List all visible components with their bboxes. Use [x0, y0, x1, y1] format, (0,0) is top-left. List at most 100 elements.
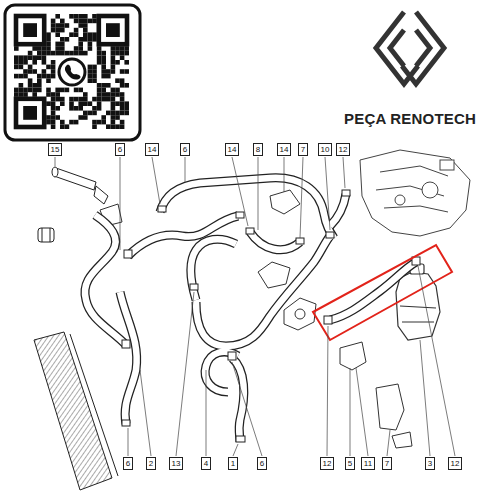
- qr-module: [111, 60, 116, 65]
- callout-number: 12: [448, 457, 463, 470]
- qr-module: [97, 46, 102, 51]
- qr-module: [92, 111, 97, 116]
- qr-module: [97, 88, 102, 93]
- qr-module: [28, 65, 33, 70]
- qr-module: [115, 51, 120, 56]
- whatsapp-icon: [59, 59, 85, 85]
- qr-module: [88, 101, 93, 106]
- qr-module: [46, 51, 51, 56]
- qr-module: [14, 92, 19, 97]
- callout-number: 2: [146, 457, 156, 470]
- qr-module: [88, 65, 93, 70]
- qr-module: [92, 69, 97, 74]
- qr-module: [83, 32, 88, 37]
- qr-module: [19, 65, 24, 70]
- qr-finder: [16, 99, 44, 127]
- qr-module: [74, 51, 79, 56]
- qr-module: [120, 55, 125, 60]
- qr-module: [106, 124, 111, 129]
- hose-fills: [85, 178, 416, 442]
- qr-module: [83, 92, 88, 97]
- qr-module: [111, 92, 116, 97]
- qr-module: [97, 92, 102, 97]
- qr-module: [120, 106, 125, 111]
- qr-module: [32, 46, 37, 51]
- qr-module: [92, 14, 97, 19]
- qr-module: [51, 28, 56, 33]
- qr-module: [60, 28, 65, 33]
- qr-module: [88, 19, 93, 24]
- qr-module: [101, 83, 106, 88]
- qr-module: [51, 23, 56, 28]
- qr-module: [28, 69, 33, 74]
- qr-module: [111, 46, 116, 51]
- qr-module: [124, 46, 129, 51]
- qr-module: [69, 51, 74, 56]
- qr-module: [97, 97, 102, 102]
- qr-module: [55, 106, 60, 111]
- qr-module: [46, 92, 51, 97]
- pipe-15: [38, 167, 108, 242]
- qr-module: [111, 124, 116, 129]
- qr-module: [124, 83, 129, 88]
- qr-module: [111, 111, 116, 116]
- qr-module: [32, 69, 37, 74]
- callout-number: 3: [425, 457, 435, 470]
- qr-module: [74, 19, 79, 24]
- qr-module: [120, 124, 125, 129]
- qr-module: [37, 83, 42, 88]
- qr-module: [106, 69, 111, 74]
- qr-module: [115, 111, 120, 116]
- qr-module: [120, 120, 125, 125]
- callout-number: 1: [228, 457, 238, 470]
- qr-module: [32, 92, 37, 97]
- qr-module: [37, 88, 42, 93]
- radiator-edge: [70, 334, 118, 476]
- qr-module: [97, 106, 102, 111]
- qr-module: [101, 65, 106, 70]
- qr-module: [28, 83, 33, 88]
- qr-module: [83, 111, 88, 116]
- qr-module: [55, 23, 60, 28]
- qr-module: [42, 46, 47, 51]
- qr-module: [60, 42, 65, 47]
- qr-module: [46, 42, 51, 47]
- qr-module: [97, 83, 102, 88]
- qr-module: [78, 19, 83, 24]
- callout-number: 12: [336, 143, 351, 156]
- qr-module: [14, 88, 19, 93]
- qr-module: [88, 42, 93, 47]
- qr-module: [124, 111, 129, 116]
- qr-module: [111, 97, 116, 102]
- qr-module: [65, 37, 70, 42]
- qr-module: [78, 101, 83, 106]
- qr-module: [32, 88, 37, 93]
- qr-module: [124, 106, 129, 111]
- qr-module: [60, 101, 65, 106]
- qr-module: [23, 55, 28, 60]
- qr-module: [37, 78, 42, 83]
- qr-module: [97, 120, 102, 125]
- qr-module: [111, 65, 116, 70]
- qr-module: [106, 111, 111, 116]
- qr-module: [83, 23, 88, 28]
- qr-module: [28, 78, 33, 83]
- callout-number: 4: [201, 457, 211, 470]
- qr-module: [92, 97, 97, 102]
- qr-module: [78, 97, 83, 102]
- qr-module: [101, 88, 106, 93]
- qr-module: [111, 101, 116, 106]
- qr-module: [101, 92, 106, 97]
- qr-module: [19, 83, 24, 88]
- qr-module: [46, 120, 51, 125]
- qr-module: [69, 32, 74, 37]
- qr-module: [46, 115, 51, 120]
- qr-module: [46, 88, 51, 93]
- qr-module: [74, 32, 79, 37]
- qr-module: [92, 78, 97, 83]
- qr-module: [51, 115, 56, 120]
- qr-module: [97, 55, 102, 60]
- qr-module: [120, 78, 125, 83]
